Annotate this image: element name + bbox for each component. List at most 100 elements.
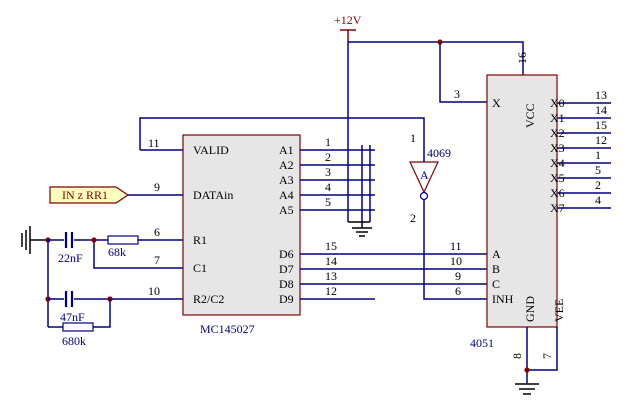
u2-pin-a-label: A [492,247,501,261]
u2-pin-x2-label: X2 [550,126,565,140]
u2-body [486,74,558,328]
wire-valid-to-inverter [139,117,425,158]
u2-pin-x6: X6 2 [550,178,611,200]
u2-pin-x5: X5 5 [550,163,611,185]
u1-pin-d7-num: 14 [325,254,337,268]
input-port-label: IN z RR1 [62,188,108,202]
capacitor-c1-value: 22nF [58,251,83,265]
u1-pin-d9-num: 12 [325,284,337,298]
resistor-r1-value: 68k [108,245,126,259]
u2-pin-a-num: 11 [450,239,462,253]
u1-pin-a2-num: 2 [325,150,331,164]
u1-body [182,134,301,316]
u2-pin-vee-num: 7 [540,353,554,359]
u1-pin-a2-label: A2 [279,158,294,172]
u2-pin-x7: X7 4 [550,193,611,215]
resistor-r2: 680k [62,322,94,348]
u1-pin-valid-num: 11 [148,136,160,150]
u2-pin-x: 3 X [454,87,501,110]
u2-pin-x4-label: X4 [550,156,565,170]
u1-pin-c1-num: 7 [154,253,160,267]
u2-pin-c: 9 C [455,269,500,291]
wire-vcc-to-x [348,41,487,103]
junction-gnd-vee [524,367,530,373]
u1-pin-d7-label: D7 [279,262,294,276]
u2-pin-x5-num: 5 [595,163,601,177]
u1-pin-r2c2-label: R2/C2 [193,292,224,306]
input-port-shape [49,186,130,204]
u2-pin-x4: X4 1 [550,148,611,170]
capacitor-c2-value: 47nF [60,310,85,324]
u2-pin-inh-label: INH [492,292,514,306]
u1-pin-a3-label: A3 [279,173,294,187]
u2-pin-vee-label: VEE [552,299,566,322]
u2-pin-gnd-num: 8 [510,353,524,359]
wire-r2-to-r2c2 [93,299,111,328]
resistor-r1-body [107,235,139,245]
u2-pin-gnd-label: GND [523,296,537,322]
u2-pin-x1-num: 14 [595,103,607,117]
u1-pin-datain: 9 DATAin [128,180,233,202]
ground-left [21,226,48,254]
u1-pin-valid: 11 VALID [140,136,229,157]
u2-pin-x3: X3 12 [550,133,611,155]
u2-pin-x-label: X [492,96,501,110]
u1-pin-a4-num: 4 [325,180,331,194]
u1-pin-r2c2-num: 10 [148,284,160,298]
u1-pin-d7: D7 14 [279,254,487,276]
u2-pin-x2-num: 15 [595,118,607,132]
u2-pin-c-num: 9 [455,269,461,283]
ground-u2 [515,380,539,395]
u2-pin-b: 10 B [450,254,500,276]
u1-name: MC145027 [200,322,255,336]
u2-pin-x4-num: 1 [595,148,601,162]
u2-pin-inh-num: 6 [455,284,461,298]
u1-pin-d6-num: 15 [325,239,337,253]
power-symbol-12v: +12V [334,13,362,42]
capacitor-c1: 22nF [58,232,83,265]
u2-pin-a: 11 A [450,239,501,261]
resistor-r2-body [62,322,94,332]
u2-pin-x0: X0 13 [550,88,611,110]
u1-pin-c1-line [93,240,183,269]
u2-pin-x5-label: X5 [550,171,565,185]
u1-pin-c1-label: C1 [193,261,207,275]
inverter-in-pin: 1 [410,131,416,145]
capacitor-c2: 47nF [60,291,85,324]
power-label: +12V [334,13,362,27]
u2-pin-vee-line [527,327,558,371]
ground-address-bus [348,221,372,237]
wire-inverter-to-inh [423,200,487,300]
u2-pin-vcc-label: VCC [523,103,537,128]
u2-name: 4051 [470,336,494,350]
u2-pin-x0-label: X0 [550,96,565,110]
inverter-name: 4069 [427,146,451,160]
u2-pin-x1: X1 14 [550,103,611,125]
u1-pin-a1-num: 1 [325,135,331,149]
u1-pin-a4-label: A4 [279,188,294,202]
u1-pin-r2c2: 10 R2/C2 [110,284,224,306]
u2-pin-x1-label: X1 [550,111,565,125]
u1-pin-d9-label: D9 [279,292,294,306]
resistor-r2-value: 680k [62,334,86,348]
u2-pin-x6-num: 2 [595,178,601,192]
u2-pin-x3-label: X3 [550,141,565,155]
u1-pin-r1: 6 R1 [138,225,207,247]
u1-pin-c1: 7 C1 [93,240,207,275]
u1-pin-d8: D8 13 [279,269,487,291]
inverter-4069: A 4069 1 2 [409,131,451,225]
u1-pin-d6: D6 15 [279,239,487,261]
u2-pin-inh: 6 INH [455,284,514,306]
inverter-symbol: A [420,168,429,182]
u2-pin-x-num: 3 [454,87,460,101]
u1-pin-valid-label: VALID [193,143,229,157]
u1-pin-d6-label: D6 [279,247,294,261]
u1-pin-d9: D9 12 [279,284,375,306]
input-port: IN z RR1 [49,186,130,204]
u2-pin-x2: X2 15 [550,118,611,140]
wire-vcc-to-pin16 [440,41,524,75]
u2-pin-x7-num: 4 [595,193,601,207]
u2-pin-c-label: C [492,277,500,291]
